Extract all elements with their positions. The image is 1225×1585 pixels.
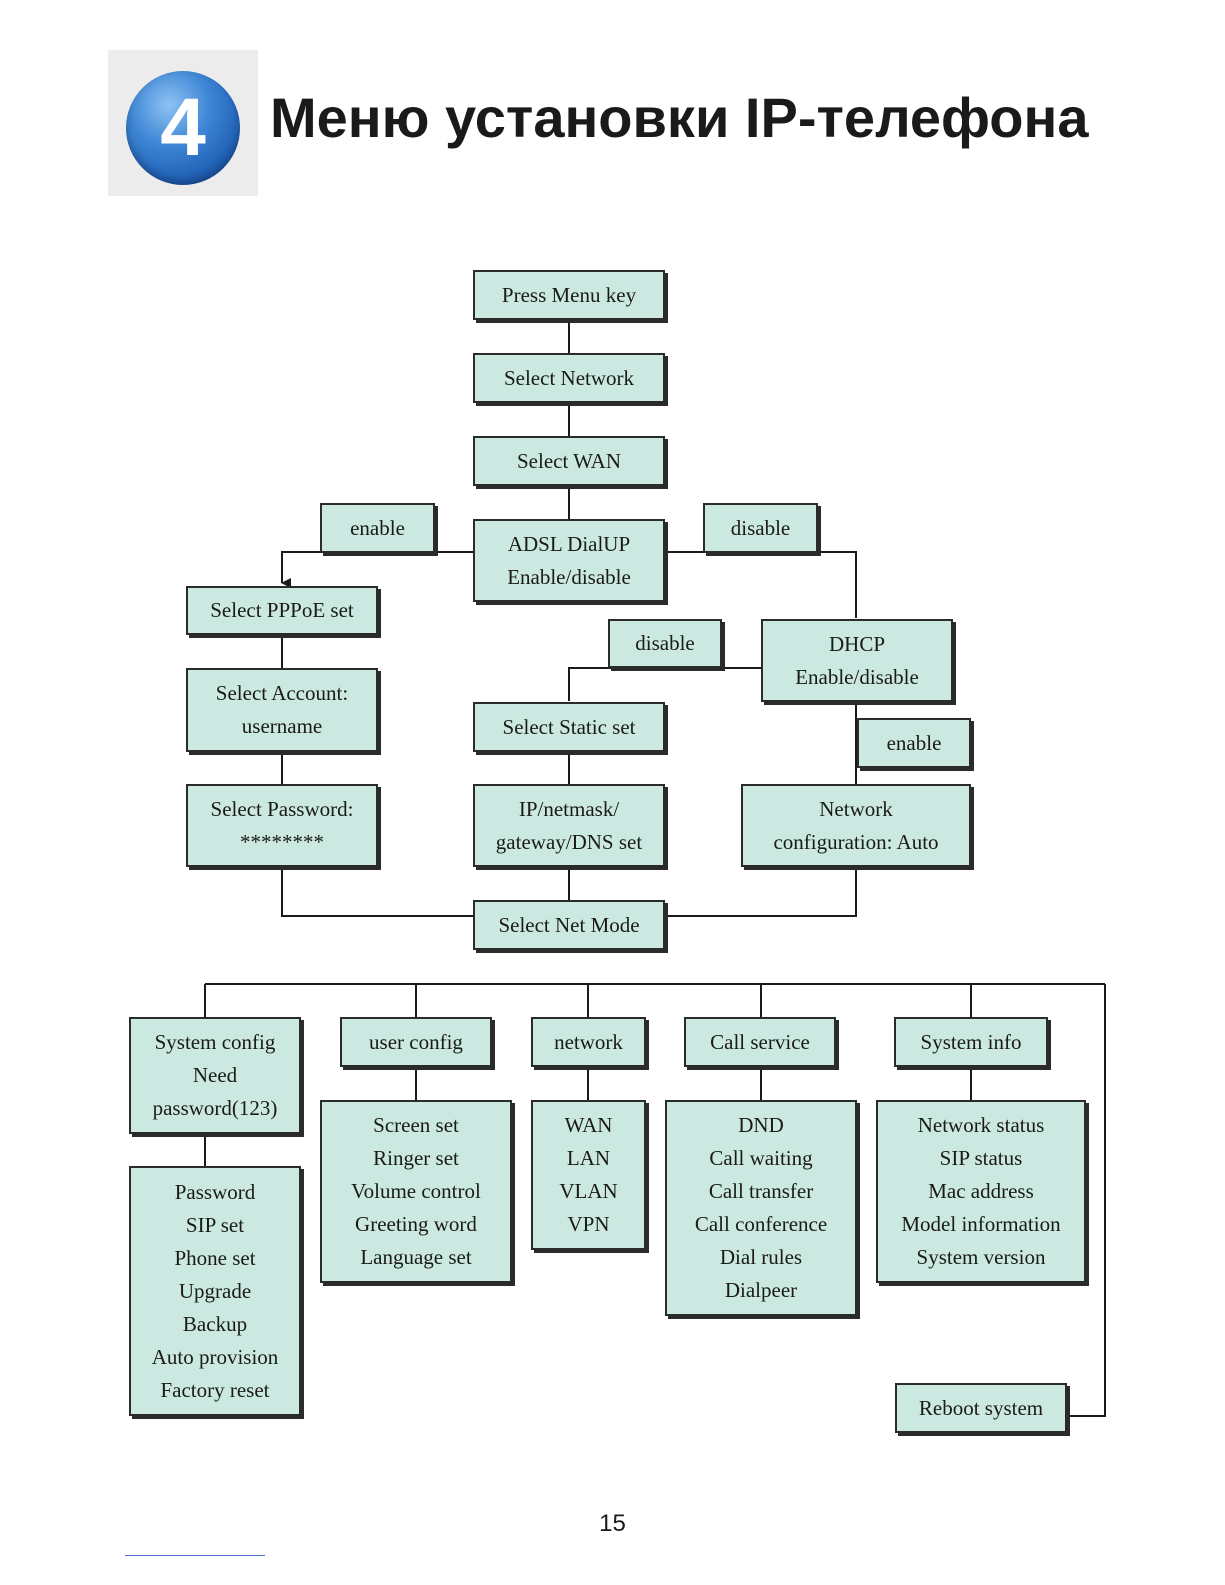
list-item: LAN [566, 1146, 611, 1170]
disable-label-right: disable [730, 515, 791, 540]
step-number: 4 [160, 82, 206, 173]
password-line-2: ******** [240, 829, 324, 854]
step-number-icon: 4 [126, 71, 240, 185]
list-item: Auto provision [151, 1344, 279, 1369]
select-wan-box: Select WAN [473, 436, 665, 486]
system-config-items-box: Password SIP set Phone set Upgrade Backu… [129, 1166, 301, 1416]
net-auto-line-2: configuration: Auto [773, 829, 939, 854]
list-item: Mac address [928, 1179, 1034, 1203]
system-info-items-box: Network status SIP status Mac address Mo… [876, 1100, 1086, 1283]
list-item: WAN [564, 1113, 613, 1137]
list-item: Network status [917, 1113, 1045, 1137]
connector-adsl-dhcp [665, 551, 857, 618]
dhcp-line-2: Enable/disable [795, 664, 919, 689]
adsl-line-1: ADSL DialUP [507, 531, 631, 556]
list-item: Call conference [694, 1212, 828, 1236]
user-config-label: user config [369, 1029, 463, 1054]
list-item: Factory reset [160, 1377, 270, 1402]
system-config-line-3: password(123) [152, 1096, 278, 1120]
pppoe-box: Select PPPoE set [186, 586, 378, 635]
list-item: VPN [567, 1212, 610, 1236]
net-mode-label: Select Net Mode [498, 912, 640, 937]
list-item: Password [174, 1179, 256, 1204]
connector-adsl-pppoe [281, 551, 473, 588]
call-service-label: Call service [710, 1029, 810, 1054]
user-config-box: user config [340, 1017, 492, 1067]
list-item: Dial rules [719, 1245, 803, 1269]
dhcp-line-1: DHCP [828, 631, 886, 656]
list-item: DND [738, 1113, 784, 1137]
press-menu-label: Press Menu key [501, 282, 637, 307]
call-service-box: Call service [684, 1017, 836, 1067]
call-service-items-box: DND Call waiting Call transfer Call conf… [665, 1100, 857, 1316]
list-item: System version [916, 1245, 1046, 1269]
static-set-label: Select Static set [502, 714, 636, 739]
list-item: Call transfer [708, 1179, 814, 1203]
list-item: Language set [360, 1245, 472, 1269]
net-auto-box: Network configuration: Auto [741, 784, 971, 867]
connector-password-netmode [281, 867, 473, 917]
list-item: SIP set [185, 1212, 245, 1237]
list-item: Call waiting [709, 1146, 813, 1170]
list-item: Phone set [174, 1245, 256, 1270]
list-item: Model information [901, 1212, 1061, 1236]
pppoe-label: Select PPPoE set [210, 598, 354, 622]
password-line-1: Select Password: [210, 796, 354, 821]
enable-label-dhcp: enable [886, 730, 942, 755]
list-item: Upgrade [178, 1278, 252, 1303]
account-line-2: username [241, 714, 323, 738]
system-info-label: System info [920, 1029, 1022, 1054]
select-wan-label: Select WAN [516, 448, 621, 473]
select-network-box: Select Network [473, 353, 665, 403]
list-item: VLAN [559, 1179, 618, 1203]
dhcp-box: DHCP Enable/disable [761, 619, 953, 702]
account-box: Select Account: username [186, 668, 378, 752]
ip-set-line-2: gateway/DNS set [495, 829, 643, 854]
enable-label-left: enable [350, 515, 405, 540]
system-config-line-1: System config [154, 1030, 276, 1054]
list-item: Greeting word [355, 1212, 477, 1236]
system-info-box: System info [894, 1017, 1048, 1067]
disable-label-dhcp: disable [635, 631, 695, 655]
connector-auto-netmode [665, 867, 857, 917]
network-label: network [554, 1029, 623, 1054]
footer-rule [125, 1555, 265, 1556]
user-config-items-box: Screen set Ringer set Volume control Gre… [320, 1100, 512, 1283]
account-line-1: Select Account: [215, 681, 349, 705]
net-auto-line-1: Network [819, 796, 893, 821]
network-box: network [531, 1017, 646, 1067]
press-menu-box: Press Menu key [473, 270, 665, 320]
ip-set-box: IP/netmask/ gateway/DNS set [473, 784, 665, 867]
adsl-dialup-box: ADSL DialUP Enable/disable [473, 519, 665, 602]
system-config-box: System config Need password(123) [129, 1017, 301, 1134]
connector-bus-reboot [1067, 984, 1106, 1417]
step-badge: 4 [108, 50, 258, 196]
ip-set-line-1: IP/netmask/ [518, 796, 620, 821]
list-item: Backup [182, 1311, 248, 1336]
page-title: Меню установки IP-телефона [270, 86, 1089, 149]
select-network-label: Select Network [503, 365, 635, 390]
net-mode-box: Select Net Mode [473, 900, 665, 950]
disable-label-box-dhcp: disable [608, 619, 722, 668]
list-item: Dialpeer [724, 1278, 798, 1302]
network-items-box: WAN LAN VLAN VPN [531, 1100, 646, 1250]
password-box: Select Password: ******** [186, 784, 378, 867]
enable-label-box-left: enable [320, 503, 435, 553]
reboot-box: Reboot system [895, 1383, 1067, 1433]
list-item: Screen set [373, 1113, 459, 1137]
connector-dhcp-static [568, 667, 761, 701]
list-item: Ringer set [373, 1146, 459, 1170]
static-set-box: Select Static set [473, 702, 665, 752]
page-number: 15 [599, 1510, 626, 1537]
list-item: Volume control [351, 1179, 481, 1203]
disable-label-box-right: disable [703, 503, 818, 553]
system-config-line-2: Need [192, 1063, 238, 1087]
list-item: SIP status [939, 1146, 1023, 1170]
adsl-line-2: Enable/disable [507, 564, 631, 589]
enable-label-box-dhcp: enable [857, 718, 971, 768]
reboot-label: Reboot system [918, 1395, 1044, 1420]
